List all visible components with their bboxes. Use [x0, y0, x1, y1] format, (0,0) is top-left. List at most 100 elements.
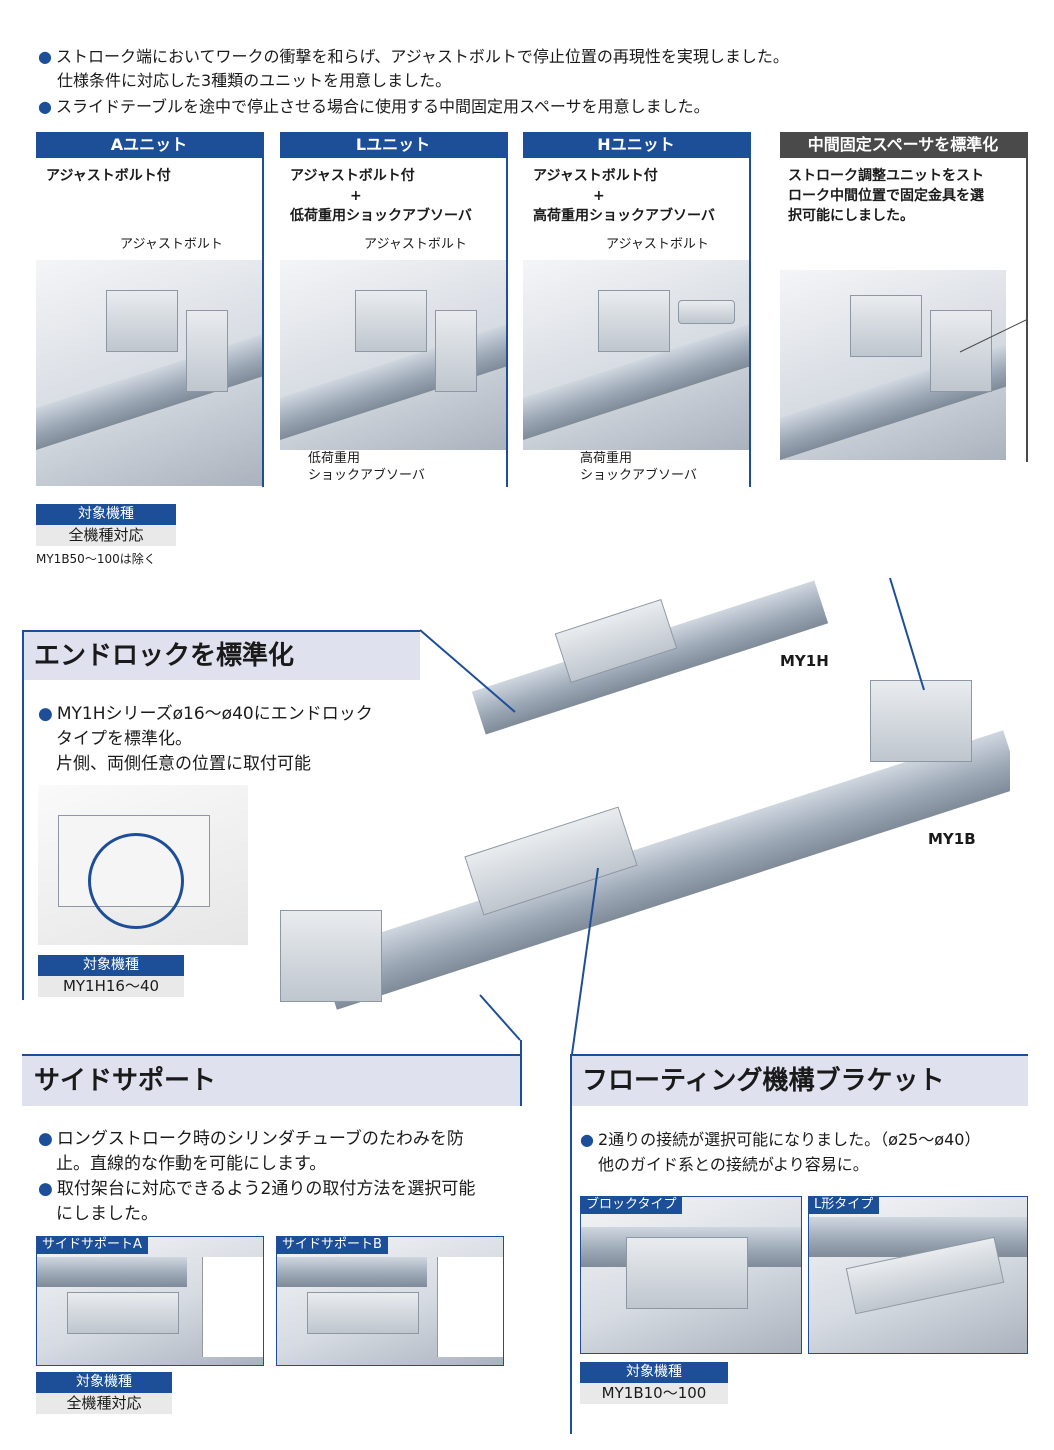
unit-l-desc-3: 低荷重用ショックアブソーバ [290, 208, 472, 224]
section-drawing [202, 1257, 263, 1357]
unit-a-photo [36, 260, 262, 486]
end-unit [870, 680, 972, 762]
floating-title: フローティング機構ブラケット [582, 1066, 945, 1096]
side-support-line-3: ●取付架台に対応できるよう2通りの取付方法を選択可能 [38, 1177, 475, 1202]
divider [570, 1054, 572, 1434]
unit-a-title: Aユニット [36, 132, 262, 158]
unit-a-callout: アジャストボルト [120, 237, 223, 252]
unit-l-panel [280, 132, 508, 487]
side-support-target-head: 対象機種 [36, 1372, 172, 1393]
endlock-line-3: 片側、両側任意の位置に取付可能 [56, 754, 311, 774]
units-target-head: 対象機種 [36, 504, 176, 525]
floating-title-bg [570, 1056, 1028, 1106]
side-support-title-bg [22, 1056, 520, 1106]
floating-line-2: 他のガイド系との接続がより容易に。 [598, 1155, 869, 1174]
l-type-photo [808, 1196, 1028, 1354]
unit-h-desc-1: アジャストボルト付 [533, 168, 658, 184]
section-drawing [437, 1257, 503, 1357]
unit-l-callout-bottom-2: ショックアブソーバ [308, 468, 425, 483]
intro-bullet-2: ●スライドテーブルを途中で停止させる場合に使用する中間固定用スペーサを用意しまし… [38, 96, 710, 118]
adjust-block [850, 295, 922, 357]
spacer-photo [780, 270, 1006, 460]
bullet-icon: ● [38, 1129, 53, 1149]
adjust-block [355, 290, 427, 352]
shock-absorber [678, 300, 735, 324]
endlock-title-bg [22, 632, 420, 680]
unit-l-callout-top: アジャストボルト [364, 237, 467, 252]
spacer-title: 中間固定スペーサを標準化 [780, 132, 1026, 158]
adjust-block [598, 290, 670, 352]
model-label-my1h: MY1H [780, 652, 829, 670]
unit-l-title: Lユニット [280, 132, 506, 158]
bullet-icon: ● [38, 47, 52, 66]
block-type-tag: ブロックタイプ [580, 1196, 683, 1214]
unit-h-callout-bottom-2: ショックアブソーバ [580, 468, 697, 483]
unit-h-desc-2: + [593, 188, 605, 204]
spacer-desc-1: ストローク調整ユニットをスト [788, 168, 984, 184]
l-type-tag: L形タイプ [808, 1196, 880, 1214]
unit-a-panel [36, 132, 264, 487]
divider [22, 630, 420, 632]
end-plate [435, 310, 477, 392]
bullet-icon: ● [580, 1130, 594, 1149]
end-plate [186, 310, 228, 392]
unit-h-title: Hユニット [523, 132, 749, 158]
units-target-note: MY1B50～100は除く [36, 552, 156, 566]
intro-text: ストローク端においてワークの衝撃を和らげ、アジャストボルトで停止位置の再現性を実… [55, 47, 789, 66]
unit-l-photo [280, 260, 506, 450]
intro-bullet-1-cont: 仕様条件に対応した3種類のユニットを用意しました。 [57, 70, 451, 92]
side-support-title: サイドサポート [34, 1066, 217, 1096]
model-label-my1b: MY1B [928, 830, 976, 848]
unit-a-desc: アジャストボルト付 [46, 168, 171, 184]
unit-h-panel [523, 132, 751, 487]
floating-line-1: ●2通りの接続が選択可能になりました。（ø25～ø40） [580, 1127, 980, 1152]
bullet-icon: ● [38, 1179, 53, 1199]
endlock-text: MY1Hシリーズø16～ø40にエンドロック [56, 704, 373, 724]
divider [22, 630, 24, 1000]
spacer-desc-2: ローク中間位置で固定金具を選 [788, 188, 984, 204]
endlock-title: エンドロックを標準化 [34, 641, 295, 671]
floating-target-value: MY1B10～100 [580, 1383, 728, 1404]
intro-text: スライドテーブルを途中で停止させる場合に使用する中間固定用スペーサを用意しました… [55, 97, 710, 116]
unit-h-photo [523, 260, 749, 450]
unit-l-desc-2: + [350, 188, 362, 204]
side-support-line-1: ●ロングストローク時のシリンダチューブのたわみを防 [38, 1127, 464, 1152]
end-cover [280, 910, 382, 1002]
intro-bullet-1: ●ストローク端においてワークの衝撃を和らげ、アジャストボルトで停止位置の再現性を… [38, 46, 789, 68]
side-support-line-4: にしました。 [56, 1204, 158, 1224]
adjust-block [106, 290, 178, 352]
floating-text: 2通りの接続が選択可能になりました。（ø25～ø40） [597, 1130, 981, 1149]
rail [277, 1257, 427, 1287]
unit-l-desc-1: アジャストボルト付 [290, 168, 415, 184]
units-target-value: 全機種対応 [36, 525, 176, 546]
magnify-circle [88, 833, 184, 929]
divider [570, 1054, 1028, 1056]
bullet-icon: ● [38, 704, 53, 724]
unit-h-callout-bottom-1: 高荷重用 [580, 451, 633, 466]
endlock-drawing [38, 785, 248, 945]
side-support-text: 取付架台に対応できるよう2通りの取付方法を選択可能 [56, 1179, 476, 1199]
side-support-line-2: 止。直線的な作動を可能にします。 [56, 1154, 327, 1174]
side-support-a-tag: サイドサポートA [36, 1236, 148, 1254]
intro-text: 仕様条件に対応した3種類のユニットを用意しました。 [57, 71, 452, 90]
unit-l-callout-bottom-1: 低荷重用 [308, 451, 361, 466]
side-support-target-value: 全機種対応 [36, 1393, 172, 1414]
spacer-panel [780, 132, 1028, 462]
block-bracket [626, 1237, 748, 1309]
support-plate [307, 1292, 419, 1334]
support-plate [67, 1292, 179, 1334]
unit-h-callout-top: アジャストボルト [606, 237, 709, 252]
endlock-line-1: ●MY1Hシリーズø16～ø40にエンドロック [38, 702, 373, 727]
side-support-b-photo [276, 1236, 504, 1366]
unit-h-desc-3: 高荷重用ショックアブソーバ [533, 208, 715, 224]
endlock-target-head: 対象機種 [38, 955, 184, 976]
side-support-a-photo [36, 1236, 264, 1366]
spacer-desc-3: 択可能にしました。 [788, 208, 914, 224]
divider [520, 1040, 522, 1106]
rail [37, 1257, 187, 1287]
divider [22, 1054, 520, 1056]
side-support-text: ロングストローク時のシリンダチューブのたわみを防 [56, 1129, 464, 1149]
my1b-photo [270, 670, 1010, 1040]
endlock-line-2: タイプを標準化。 [56, 729, 192, 749]
endlock-target-value: MY1H16～40 [38, 976, 184, 997]
